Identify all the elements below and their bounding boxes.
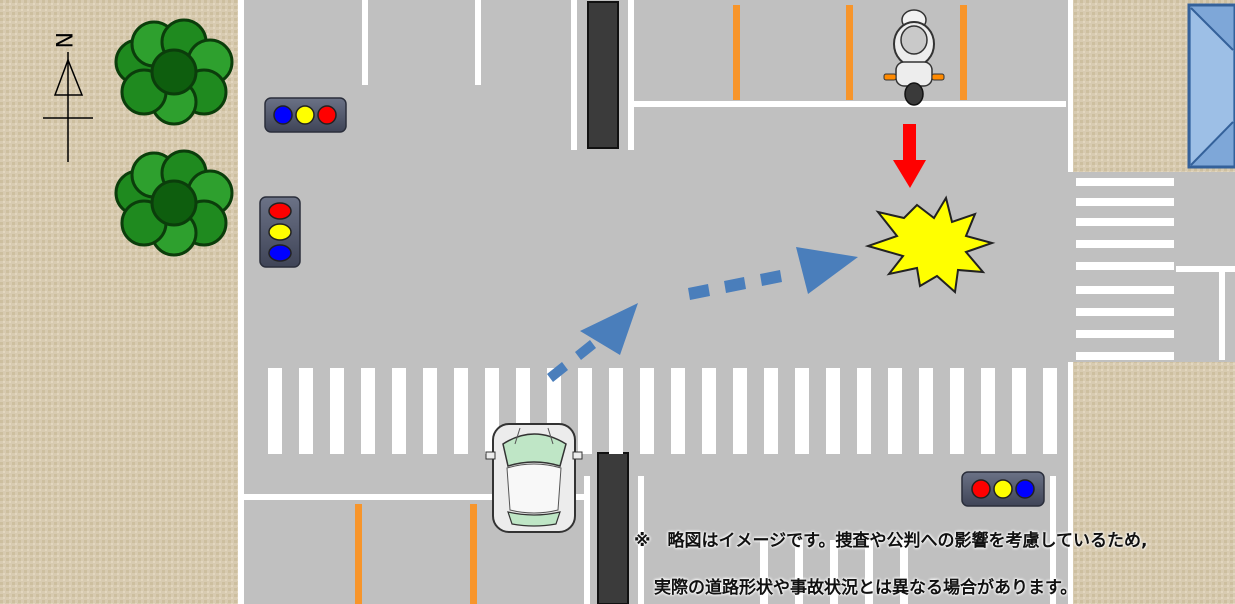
traffic-signal-icon — [961, 471, 1045, 507]
car-route-arrow — [547, 247, 858, 382]
motorcycle-direction-arrow — [893, 124, 926, 188]
south-crosswalk-extension — [760, 540, 908, 604]
north-median — [587, 1, 619, 149]
collision-burst-icon — [864, 195, 996, 294]
north-center-line — [733, 5, 967, 100]
north-compass-icon — [43, 52, 93, 162]
sidewalk-east-lower — [1072, 362, 1235, 604]
car-icon — [485, 423, 583, 533]
road-edge-lines — [238, 0, 1073, 604]
traffic-signal-icon — [264, 97, 347, 133]
crosswalk-east — [1076, 178, 1235, 360]
crosswalk-south — [268, 368, 1057, 454]
building — [1187, 3, 1235, 169]
disclaimer-line-1: ※ 略図はイメージです。捜査や公判への影響を考慮しているため, — [634, 531, 1148, 551]
tree-icon — [114, 18, 234, 126]
south-lane-markings — [244, 476, 1056, 604]
motorcycle-icon — [883, 9, 945, 106]
compass-label: N — [50, 32, 75, 48]
north-lane-markings — [362, 0, 1066, 150]
road-surface — [240, 0, 1072, 604]
south-center-line — [355, 504, 477, 604]
tree-icon — [114, 149, 234, 257]
traffic-signal-icon — [259, 196, 301, 268]
disclaimer-line-2: 実際の道路形状や事故状況とは異なる場合があります。 — [654, 578, 1078, 598]
south-median — [597, 452, 629, 604]
